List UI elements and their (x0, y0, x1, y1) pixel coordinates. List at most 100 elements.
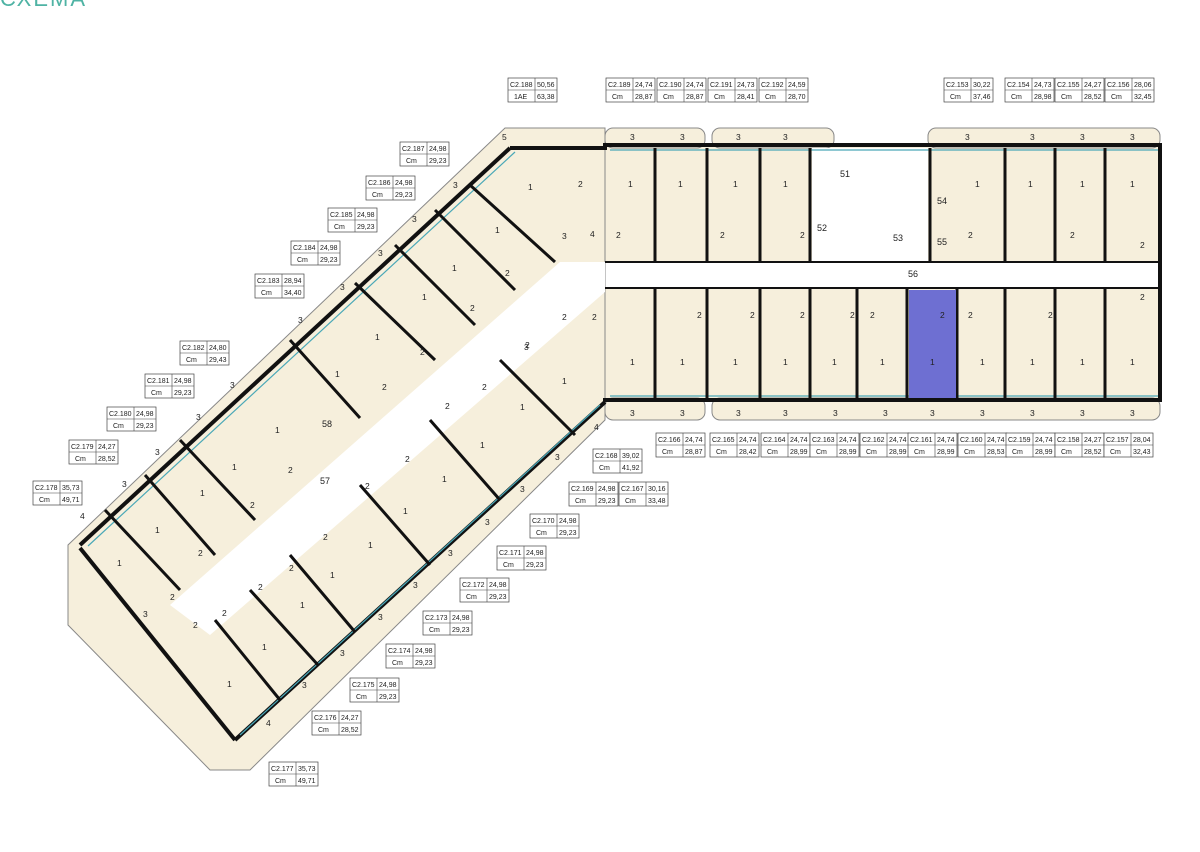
apartment-area: 24,74 (685, 437, 703, 444)
room-type-label: 1 (300, 600, 305, 610)
room-type-label: 1 (1130, 179, 1135, 189)
apartment-area: 30,22 (973, 82, 991, 89)
apartment-area-total: 29,23 (395, 192, 413, 199)
room-type-label: 3 (680, 408, 685, 418)
apartment-area-total: 28,99 (790, 449, 808, 456)
apartment-area-total: 28,99 (937, 449, 955, 456)
apartment-id: С2.176 (314, 715, 337, 722)
room-type-label: 3 (1130, 132, 1135, 142)
apartment-type: Cm (599, 465, 610, 472)
apartment-area: 24,98 (395, 180, 413, 187)
room-type-label: 3 (378, 612, 383, 622)
apartment-area: 24,74 (1035, 437, 1053, 444)
apartment-area-total: 29,23 (598, 498, 616, 505)
apartment-area-total: 28,98 (1034, 94, 1052, 101)
room-type-label: 1 (1080, 357, 1085, 367)
room-type-label: 3 (783, 408, 788, 418)
apartment-area: 24,27 (1084, 82, 1102, 89)
apartment-type: Cm (536, 530, 547, 537)
apartment-id: С2.175 (352, 682, 375, 689)
room-type-label: 3 (555, 452, 560, 462)
room-type-label: 3 (448, 548, 453, 558)
room-type-label: 3 (930, 408, 935, 418)
apartment-area-total: 28,70 (788, 94, 806, 101)
room-type-label: 3 (122, 479, 127, 489)
room-type-label: 1 (275, 425, 280, 435)
room-type-label: 3 (980, 408, 985, 418)
apartment-type: Cm (429, 627, 440, 634)
apartment-id: С2.180 (109, 411, 132, 418)
room-type-label: 1 (155, 525, 160, 535)
apartment-area-total: 28,42 (739, 449, 757, 456)
apartment-id: С2.172 (462, 582, 485, 589)
room-type-label: 1 (403, 506, 408, 516)
apartment-id: С2.167 (621, 486, 644, 493)
room-type-label: 3 (562, 231, 567, 241)
room-51: 51 (840, 169, 850, 179)
room-type-label: 5 (502, 132, 507, 142)
room-type-label: 1 (980, 357, 985, 367)
room-type-label: 1 (930, 357, 935, 367)
selected-apartment[interactable] (909, 290, 956, 398)
apartment-area: 24,98 (320, 245, 338, 252)
apartment-area-total: 29,23 (136, 423, 154, 430)
room-type-label: 2 (420, 347, 425, 357)
apartment-type: Cm (1011, 94, 1022, 101)
room-type-label: 1 (117, 558, 122, 568)
apartment-area: 24,74 (635, 82, 653, 89)
apartment-id: С2.155 (1057, 82, 1080, 89)
room-type-label: 1 (783, 179, 788, 189)
apartment-area: 50,56 (537, 82, 555, 89)
apartment-area-total: 34,40 (284, 290, 302, 297)
room-type-label: 2 (1140, 240, 1145, 250)
room-type-label: 2 (968, 310, 973, 320)
apartment-type: Cm (816, 449, 827, 456)
apartment-type: Cm (334, 224, 345, 231)
room-type-label: 2 (289, 563, 294, 573)
room-type-label: 1 (1080, 179, 1085, 189)
room-53: 53 (893, 233, 903, 243)
room-type-label: 3 (524, 342, 529, 352)
room-type-label: 3 (736, 132, 741, 142)
